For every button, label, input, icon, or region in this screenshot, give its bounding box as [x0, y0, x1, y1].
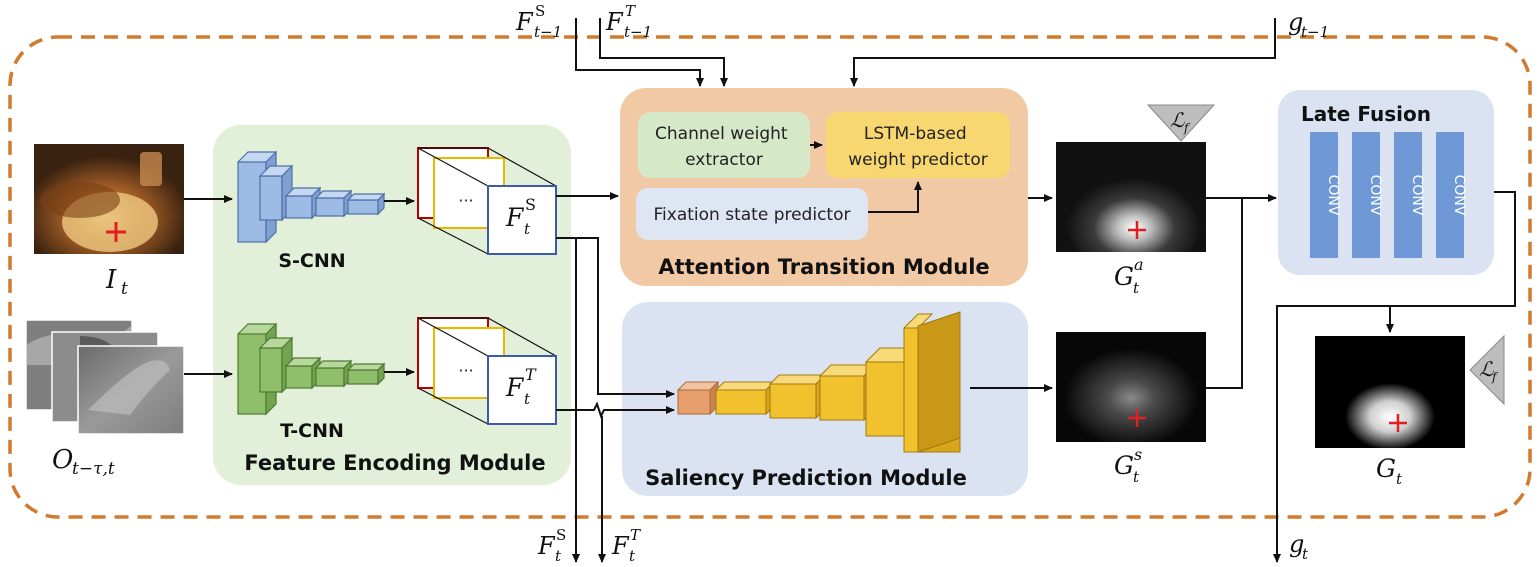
svg-text:g: g: [1288, 8, 1303, 36]
svg-text:F: F: [505, 203, 525, 232]
symbol-I-t: I t: [105, 265, 128, 299]
module-title-saliency-prediction: Saliency Prediction Module: [645, 466, 967, 490]
svg-text:G: G: [1114, 451, 1134, 480]
svg-text:F: F: [515, 8, 534, 36]
loss-triangle-attention: [1146, 104, 1216, 142]
symbol-g-t: g t: [1289, 530, 1309, 563]
svg-text:T: T: [630, 526, 641, 544]
svg-text:F: F: [605, 8, 624, 36]
t-cnn-layers: [237, 322, 386, 416]
module-title-late-fusion: Late Fusion: [1301, 102, 1431, 126]
spatial-feature-cube: [417, 147, 557, 255]
symbol-F-S-prev: F S t−1: [515, 2, 562, 41]
module-title-feature-encoding: Feature Encoding Module: [244, 451, 545, 475]
svg-text:ℒ: ℒ: [1479, 357, 1494, 381]
symbol-F-T-prev: F T t−1: [605, 2, 652, 41]
conv-label-4: CONV: [1451, 175, 1467, 216]
t-cnn-label: T-CNN: [280, 420, 344, 442]
conv-label-2: CONV: [1367, 175, 1383, 216]
svg-text:ℒ: ℒ: [1170, 108, 1185, 132]
svg-text:t−τ,t: t−τ,t: [72, 459, 115, 479]
svg-text:t−1: t−1: [1301, 23, 1329, 41]
svg-text:t: t: [555, 547, 562, 565]
attention-heatmap: [1056, 142, 1206, 252]
temporal-feature-cube: [417, 317, 557, 425]
symbol-F-T-out: F T t: [611, 526, 641, 565]
symbol-G-s: G s t: [1114, 445, 1142, 486]
connection-arrows: [184, 18, 1516, 563]
channel-weight-extractor-box: [638, 112, 810, 178]
conv-labels: CONV CONV CONV CONV: [1325, 175, 1467, 216]
s-cnn-layers: [237, 150, 386, 244]
conv-blocks: [1310, 132, 1464, 258]
svg-text:t: t: [524, 390, 531, 408]
svg-text:F: F: [505, 373, 525, 402]
module-title-attention-transition: Attention Transition Module: [658, 255, 989, 279]
svg-text:S: S: [525, 195, 536, 214]
saliency-heatmap-cross: [1128, 409, 1146, 427]
loss-symbol-final: ℒ f: [1479, 357, 1499, 384]
outer-dashed-boundary: [8, 35, 1532, 519]
symbol-O: O t−τ,t: [52, 445, 115, 479]
final-heatmap-cross: [1389, 414, 1407, 432]
svg-text:t: t: [1302, 545, 1309, 563]
svg-text:g: g: [1289, 530, 1304, 558]
channel-weight-extractor-label: Channel weight extractor: [655, 124, 793, 170]
loss-symbol-attention: ℒ f: [1170, 108, 1191, 135]
s-cnn-label: S-CNN: [278, 250, 345, 272]
spatial-cube-ellipsis: ···: [458, 191, 473, 210]
saliency-heatmap: [1056, 332, 1206, 442]
temporal-cube-ellipsis: ···: [458, 361, 473, 380]
svg-text:t−1: t−1: [624, 23, 652, 41]
svg-text:G: G: [1114, 262, 1134, 291]
svg-text:O: O: [52, 445, 73, 475]
svg-text:f: f: [1491, 370, 1499, 384]
svg-text:G: G: [1376, 454, 1396, 483]
svg-text:t: t: [121, 279, 128, 299]
svg-text:f: f: [1183, 121, 1191, 135]
lstm-weight-predictor-label: LSTM-based weight predictor: [848, 124, 988, 170]
conv-label-3: CONV: [1409, 175, 1425, 216]
saliency-decoder-layers: [676, 311, 961, 453]
symbol-F-S-in-cube: F S t: [505, 195, 536, 238]
conv-label-1: CONV: [1325, 175, 1341, 216]
input-frame-image: [34, 144, 184, 254]
svg-text:t: t: [1133, 279, 1140, 297]
svg-text:I: I: [105, 265, 117, 295]
svg-text:s: s: [1134, 445, 1142, 464]
svg-text:t: t: [1396, 470, 1403, 488]
attention-heatmap-cross: [1128, 221, 1146, 239]
optical-flow-stack: [25, 319, 185, 435]
fixation-state-predictor-label: Fixation state predictor: [654, 205, 851, 225]
svg-text:S: S: [535, 2, 545, 20]
svg-text:S: S: [556, 526, 566, 544]
svg-text:T: T: [625, 2, 636, 20]
svg-text:a: a: [1134, 255, 1144, 274]
svg-text:F: F: [611, 532, 630, 560]
svg-text:t: t: [524, 220, 531, 238]
lstm-weight-predictor-box: [826, 112, 1010, 178]
symbol-g-prev: g t−1: [1288, 8, 1329, 41]
symbol-F-T-in-cube: F T t: [505, 365, 537, 408]
svg-text:t: t: [629, 547, 636, 565]
symbol-G-t: G t: [1376, 454, 1403, 488]
loss-triangle-final: [1469, 334, 1505, 406]
fixation-state-predictor-box: [636, 188, 868, 240]
final-heatmap: [1315, 336, 1465, 448]
input-fixation-cross: [106, 222, 126, 242]
svg-text:F: F: [537, 532, 556, 560]
svg-text:t: t: [1133, 468, 1140, 486]
svg-text:t−1: t−1: [534, 23, 562, 41]
symbol-F-S-out: F S t: [537, 526, 566, 565]
symbol-G-a: G a t: [1114, 255, 1144, 297]
svg-text:T: T: [525, 365, 537, 384]
